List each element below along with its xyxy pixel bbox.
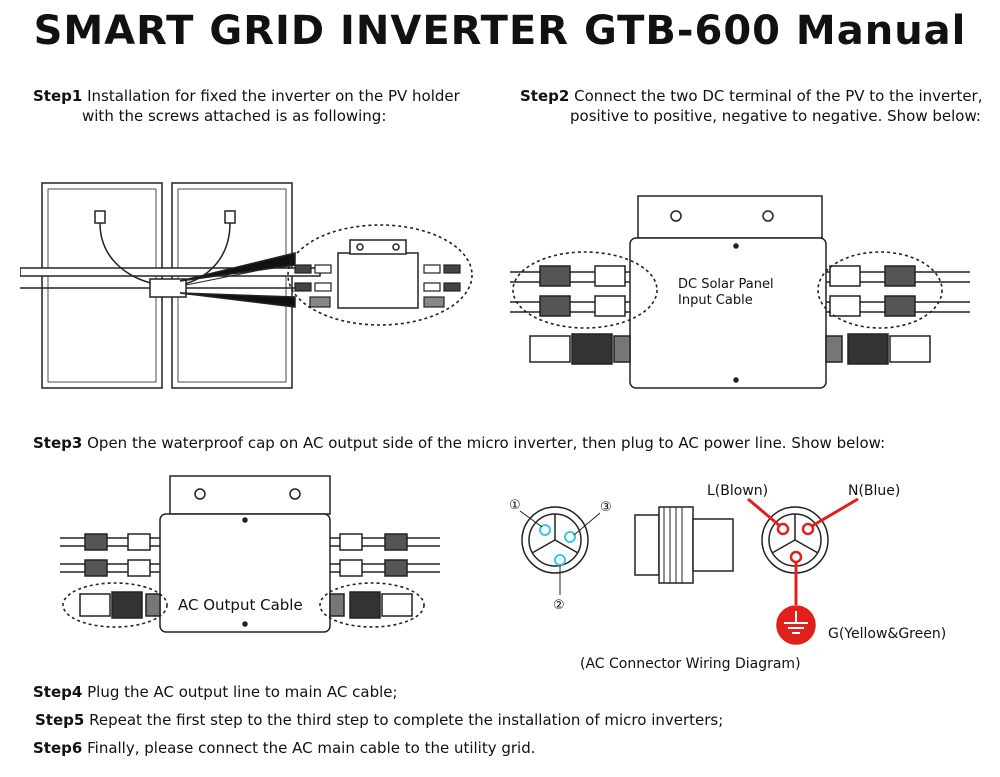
step3-text: Open the waterproof cap on AC output sid…	[87, 434, 886, 452]
step2-text2: positive to positive, negative to negati…	[570, 107, 981, 125]
inverter-mount-plate	[637, 195, 823, 239]
figure-ac-wiring	[519, 497, 859, 645]
inverter-mini	[337, 252, 419, 309]
live-wire-label: L(Blown)	[707, 483, 769, 499]
inverter-body	[629, 237, 827, 389]
inverter-body-ac	[159, 513, 331, 633]
step4-text: Plug the AC output line to main AC cable…	[87, 683, 398, 701]
pin1-label: ①	[509, 498, 521, 513]
ac-output-callout: AC Output Cable	[178, 596, 303, 614]
dc-callout-line1: DC Solar Panel	[678, 277, 774, 292]
page-title: SMART GRID INVERTER GTB-600 Manual	[33, 8, 967, 54]
step4-label: Step4	[33, 683, 83, 701]
step3-line: Step3 Open the waterproof cap on AC outp…	[33, 433, 885, 453]
figure-dc-connection	[510, 195, 970, 389]
figure-pv-mounting	[20, 182, 473, 389]
connector-plug	[634, 514, 660, 576]
ground-icon	[776, 605, 816, 645]
step4-line: Step4 Plug the AC output line to main AC…	[33, 682, 398, 702]
step5-label: Step5	[35, 711, 85, 729]
figure-ac-output	[60, 475, 440, 633]
step6-line: Step6 Finally, please connect the AC mai…	[33, 738, 536, 758]
step1-text2: with the screws attached is as following…	[82, 107, 387, 125]
wiring-diagram-caption: (AC Connector Wiring Diagram)	[580, 656, 801, 672]
step5-text: Repeat the first step to the third step …	[89, 711, 724, 729]
step6-label: Step6	[33, 739, 83, 757]
pin3-label: ③	[600, 500, 612, 515]
pin2-label: ②	[553, 598, 565, 613]
step1-label: Step1	[33, 87, 83, 105]
neutral-wire-label: N(Blue)	[848, 483, 901, 499]
dc-callout-line2: Input Cable	[678, 293, 753, 308]
mounting-rail	[20, 267, 321, 277]
step1-text: Installation for fixed the inverter on t…	[87, 87, 460, 105]
connector-face-left	[521, 506, 589, 574]
step2-label: Step2	[520, 87, 570, 105]
step2-line1: Step2 Connect the two DC terminal of the…	[520, 86, 983, 106]
step3-label: Step3	[33, 434, 83, 452]
step5-line: Step5 Repeat the first step to the third…	[35, 710, 723, 730]
ground-wire-label: G(Yellow&Green)	[828, 626, 947, 642]
step2-text: Connect the two DC terminal of the PV to…	[574, 87, 983, 105]
zoom-callout	[287, 224, 473, 326]
step6-text: Finally, please connect the AC main cabl…	[87, 739, 536, 757]
step1-line1: Step1 Installation for fixed the inverte…	[33, 86, 460, 106]
